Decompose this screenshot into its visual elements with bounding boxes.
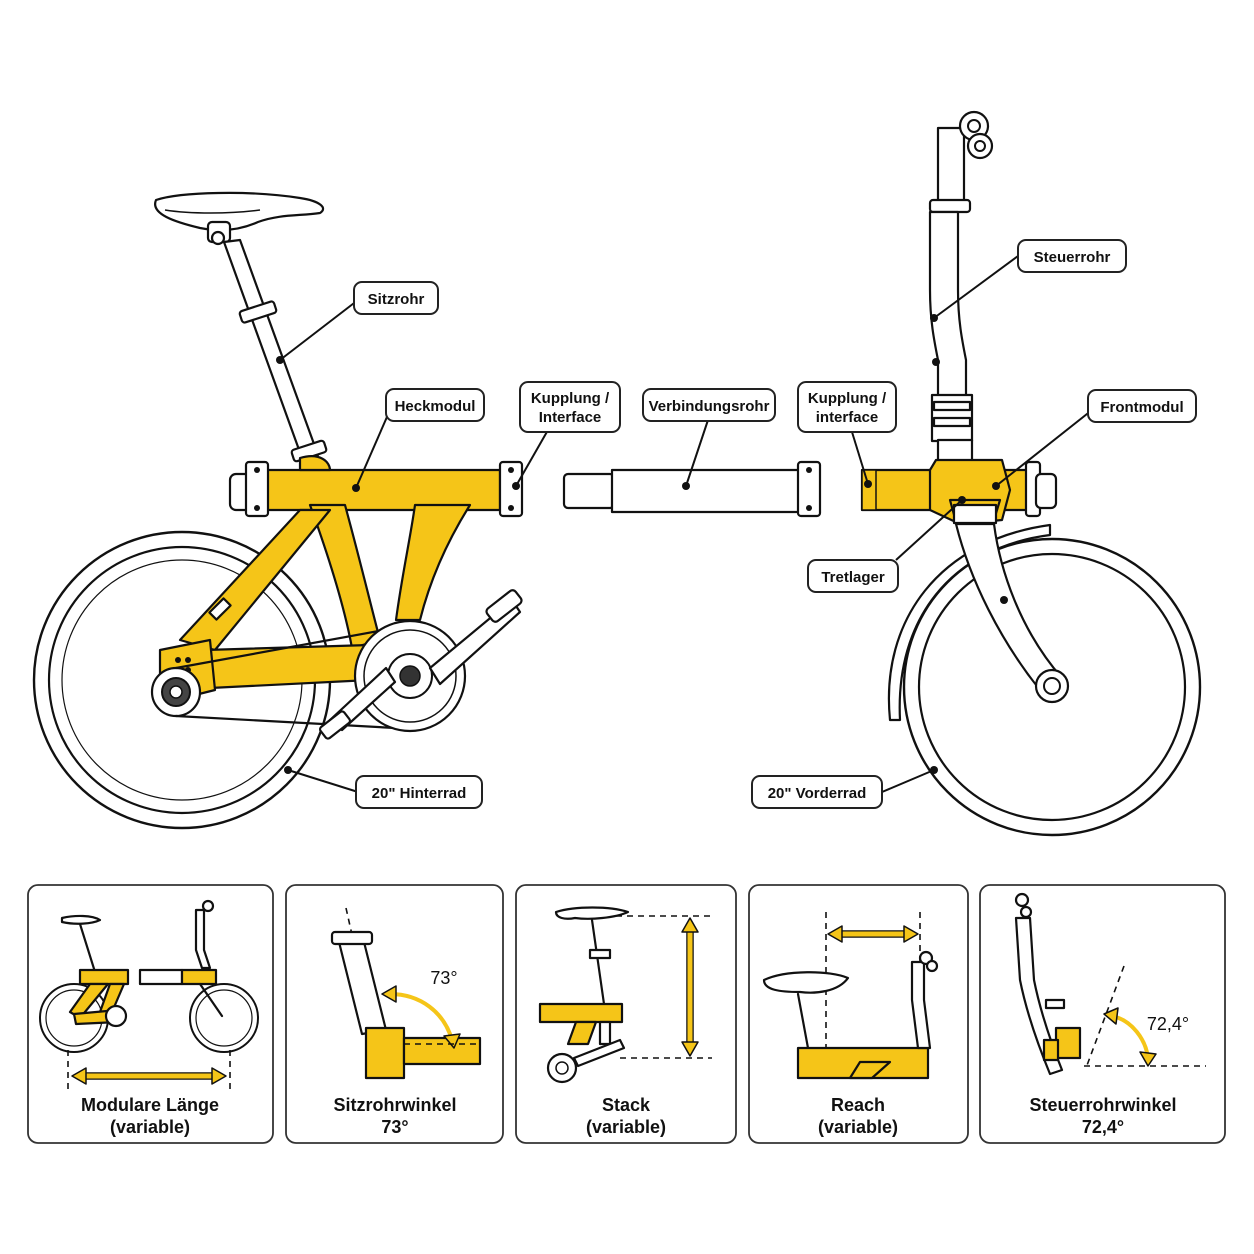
svg-text:Kupplung /: Kupplung / xyxy=(531,390,610,407)
label-verbindungsrohr: Verbindungsrohr xyxy=(642,388,776,422)
label-steuerrohr: Steuerrohr xyxy=(1017,239,1127,273)
seat-tube-detail xyxy=(330,907,482,1080)
svg-text:Interface: Interface xyxy=(539,409,602,426)
rear-module xyxy=(32,191,524,830)
callout-leaders xyxy=(276,255,1093,793)
svg-text:73°: 73° xyxy=(381,1117,408,1137)
chain xyxy=(174,626,397,730)
saddle xyxy=(154,191,325,246)
svg-text:20" Vorderrad: 20" Vorderrad xyxy=(768,785,867,802)
svg-text:Tretlager: Tretlager xyxy=(821,569,885,586)
mini-bike xyxy=(39,899,259,1053)
label-tretlager: Tretlager xyxy=(807,559,899,593)
front-wheel xyxy=(887,523,1202,837)
svg-text:Steuerrohrwinkel: Steuerrohrwinkel xyxy=(1029,1095,1176,1115)
svg-text:20" Hinterrad: 20" Hinterrad xyxy=(372,785,467,802)
label-sitzrohr: Sitzrohr xyxy=(353,281,439,315)
handlebar-stem xyxy=(928,110,994,466)
svg-text:Kupplung /: Kupplung / xyxy=(808,390,887,407)
label-kupplung-rear: Kupplung / Interface xyxy=(519,381,621,433)
stack-detail xyxy=(538,906,712,1084)
connector-tube xyxy=(562,460,822,518)
svg-text:Modulare Länge: Modulare Länge xyxy=(81,1095,219,1115)
label-kupplung-front: Kupplung / interface xyxy=(797,381,897,433)
panel-stack: Stack (variable) xyxy=(515,884,737,1144)
length-arrow xyxy=(67,1050,231,1090)
label-hinterrad: 20" Hinterrad xyxy=(355,775,483,809)
panel-modulare-laenge: Modulare Länge (variable) xyxy=(27,884,274,1144)
front-fork xyxy=(954,522,1070,704)
front-module xyxy=(860,110,1202,837)
svg-text:72,4°: 72,4° xyxy=(1147,1014,1189,1034)
rear-left-cap xyxy=(228,460,270,518)
front-frame xyxy=(860,458,1058,526)
svg-text:(variable): (variable) xyxy=(110,1117,190,1137)
rear-hub xyxy=(150,666,202,718)
svg-text:Steuerrohr: Steuerrohr xyxy=(1034,249,1111,266)
svg-text:73°: 73° xyxy=(430,968,457,988)
label-vorderrad: 20" Vorderrad xyxy=(751,775,883,809)
panel-steuerrohrwinkel: 72,4° Steuerrohrwinkel 72,4° xyxy=(979,884,1226,1144)
label-frontmodul: Frontmodul xyxy=(1087,389,1197,423)
svg-text:Verbindungsrohr: Verbindungsrohr xyxy=(649,398,770,415)
crankset xyxy=(318,589,523,740)
svg-text:interface: interface xyxy=(816,409,879,426)
svg-text:(variable): (variable) xyxy=(818,1117,898,1137)
panel-reach: Reach (variable) xyxy=(748,884,969,1144)
panel-sitzrohrwinkel: 73° Sitzrohrwinkel 73° xyxy=(285,884,504,1144)
svg-text:Heckmodul: Heckmodul xyxy=(395,398,476,415)
label-heckmodul: Heckmodul xyxy=(385,388,485,422)
svg-text:72,4°: 72,4° xyxy=(1082,1117,1124,1137)
svg-text:Frontmodul: Frontmodul xyxy=(1100,399,1183,416)
reach-detail xyxy=(762,912,939,1080)
head-tube-detail xyxy=(1014,892,1206,1076)
svg-text:Sitzrohr: Sitzrohr xyxy=(368,291,425,308)
svg-text:Sitzrohrwinkel: Sitzrohrwinkel xyxy=(333,1095,456,1115)
svg-text:Reach: Reach xyxy=(831,1095,885,1115)
rear-coupling xyxy=(498,460,524,518)
seat-post xyxy=(222,238,328,463)
svg-text:Stack: Stack xyxy=(602,1095,651,1115)
svg-text:(variable): (variable) xyxy=(586,1117,666,1137)
